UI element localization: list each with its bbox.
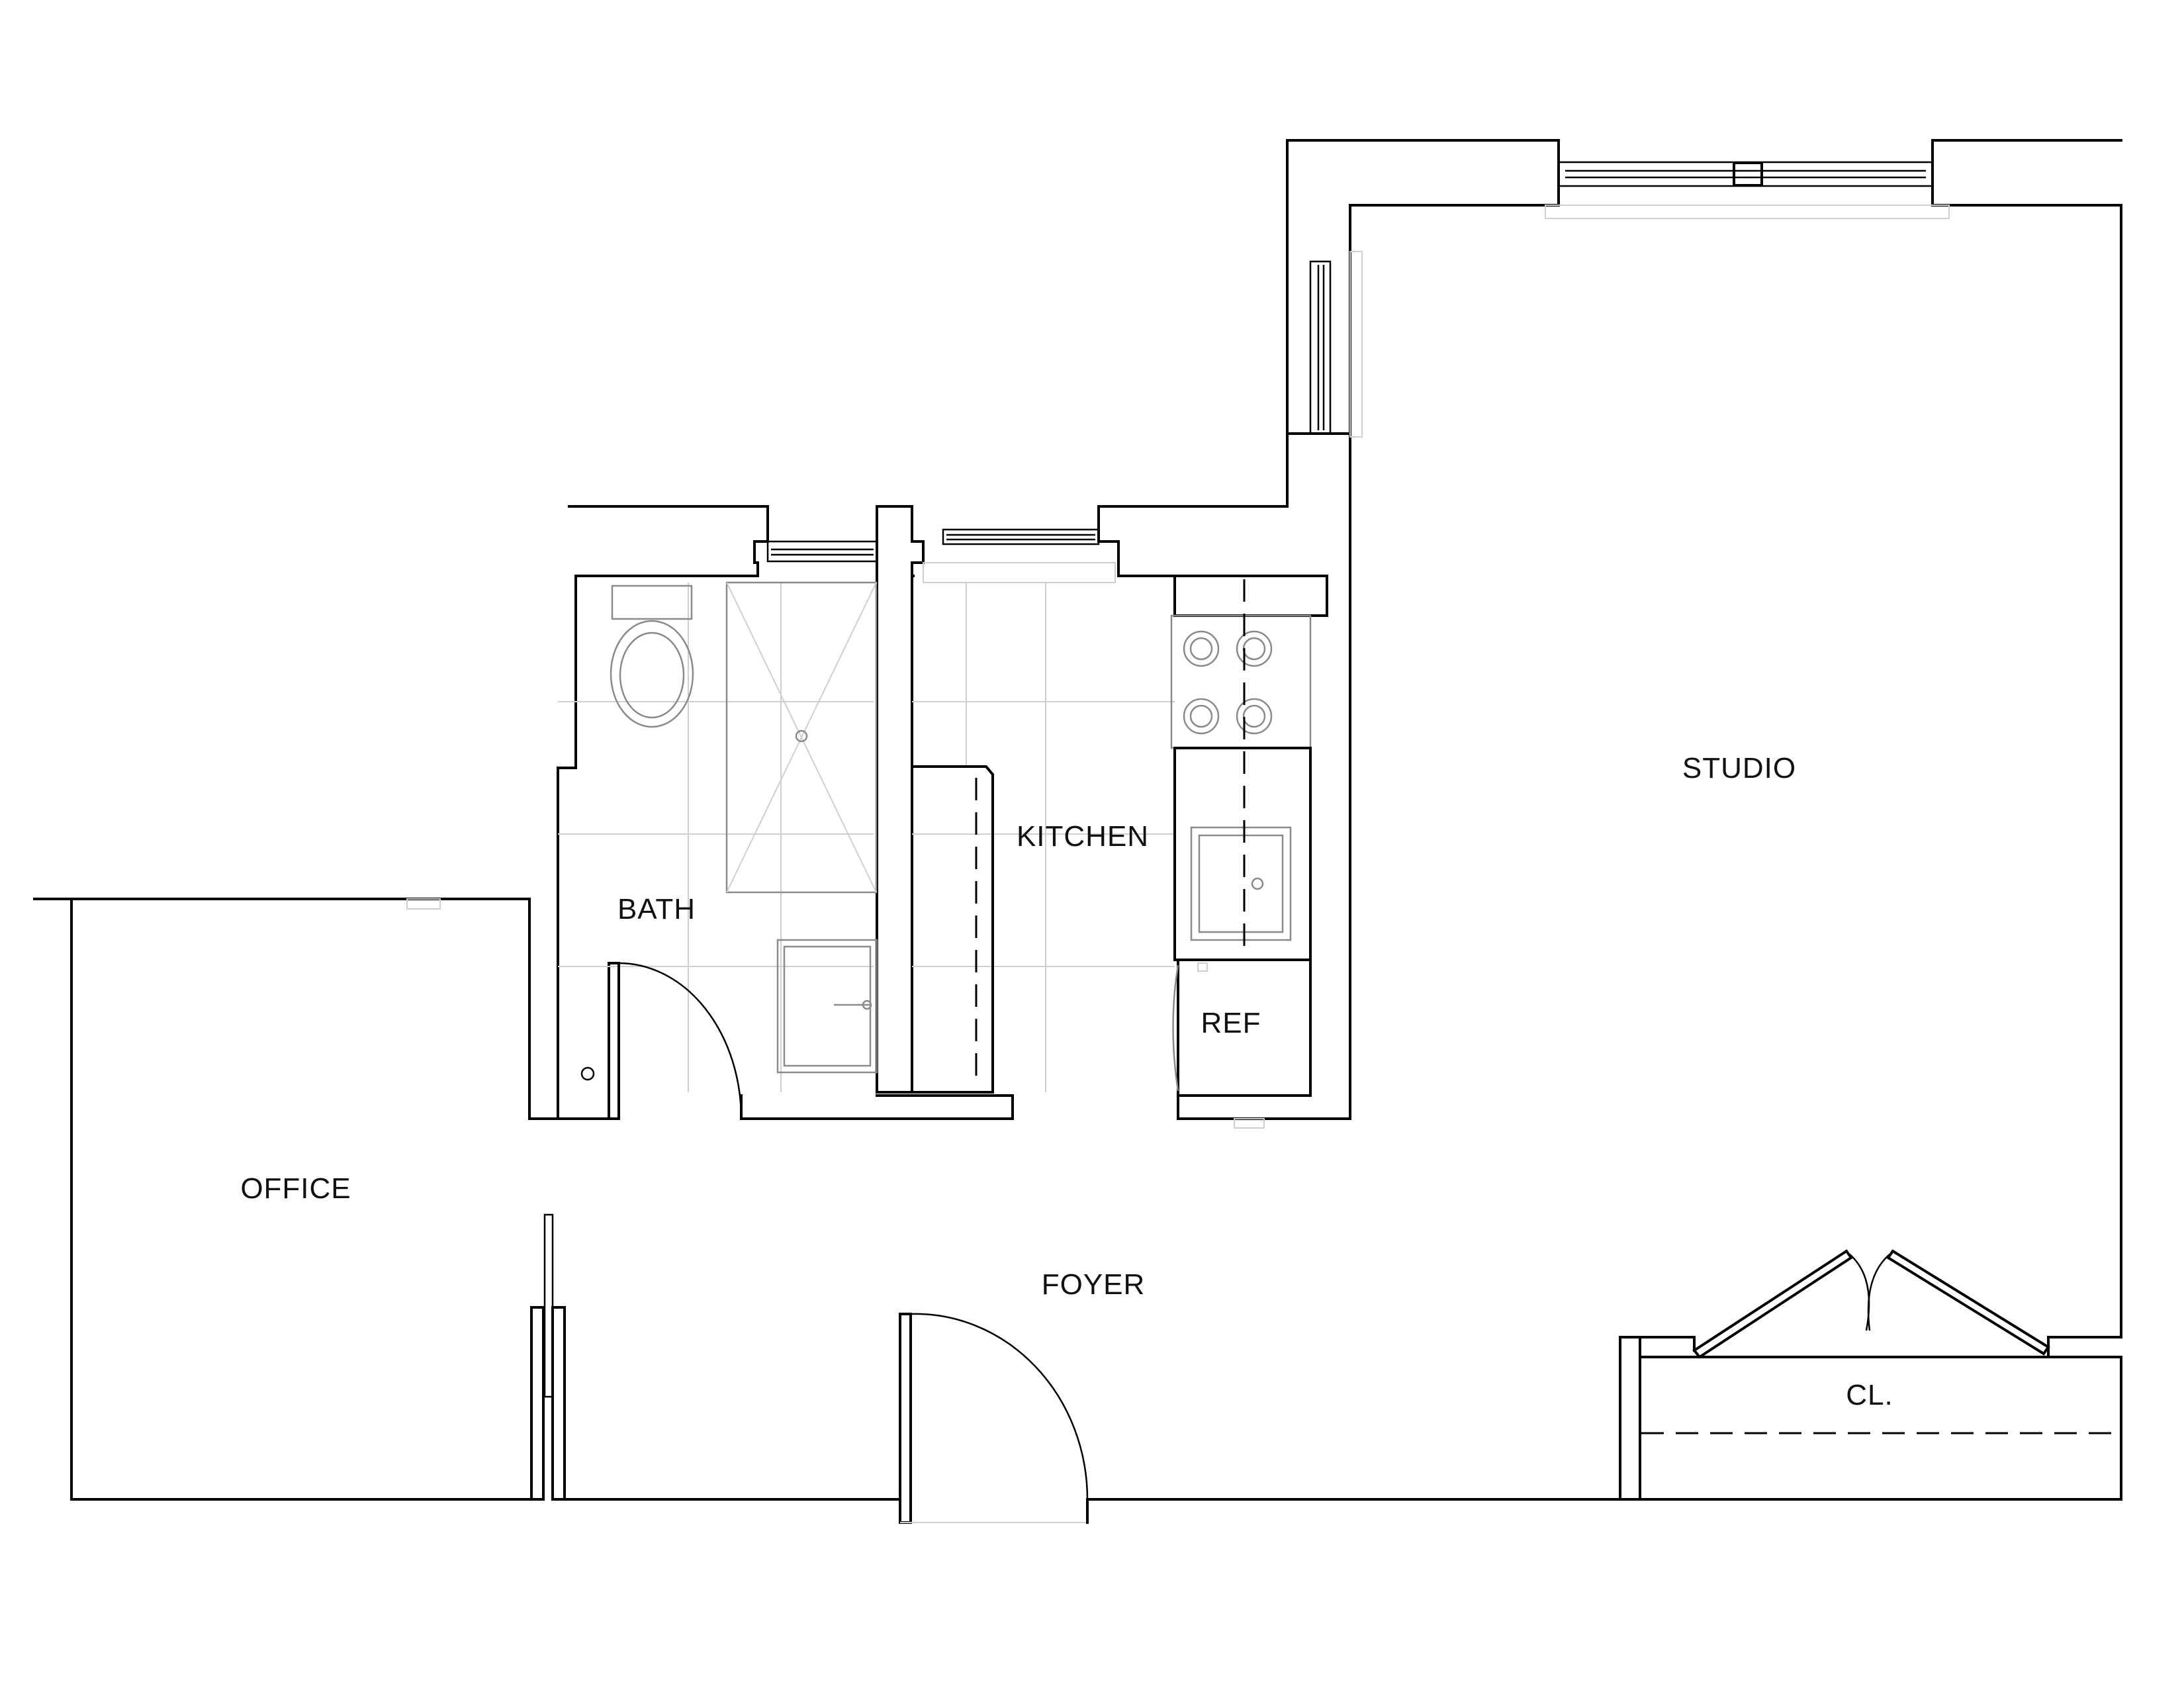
room-label-foyer: FOYER — [1042, 1268, 1146, 1301]
kitchen-fixtures — [912, 575, 1328, 1129]
room-labels: STUDIO KITCHEN BATH OFFICE FOYER REF CL. — [240, 752, 1893, 1411]
toilet-tank-icon — [611, 585, 693, 620]
refrigerator-icon — [1177, 959, 1312, 1097]
office-door[interactable] — [406, 898, 566, 1501]
toilet-bowl-icon — [610, 620, 694, 728]
shower-icon — [725, 581, 878, 894]
closet-doors[interactable] — [1641, 1249, 2121, 1434]
bath-fixtures — [558, 581, 878, 1092]
room-label-closet: CL. — [1846, 1379, 1893, 1411]
room-label-office: OFFICE — [240, 1172, 351, 1205]
kitchen-sink-icon — [1190, 826, 1292, 941]
entry-door[interactable] — [899, 1313, 1089, 1524]
windows — [766, 161, 1950, 583]
room-label-bath: BATH — [617, 893, 696, 925]
room-label-kitchen: KITCHEN — [1017, 820, 1149, 853]
room-label-studio: STUDIO — [1682, 752, 1796, 784]
bath-sink-icon — [776, 939, 878, 1074]
room-label-ref: REF — [1201, 1007, 1261, 1039]
bath-door[interactable] — [608, 962, 743, 1120]
